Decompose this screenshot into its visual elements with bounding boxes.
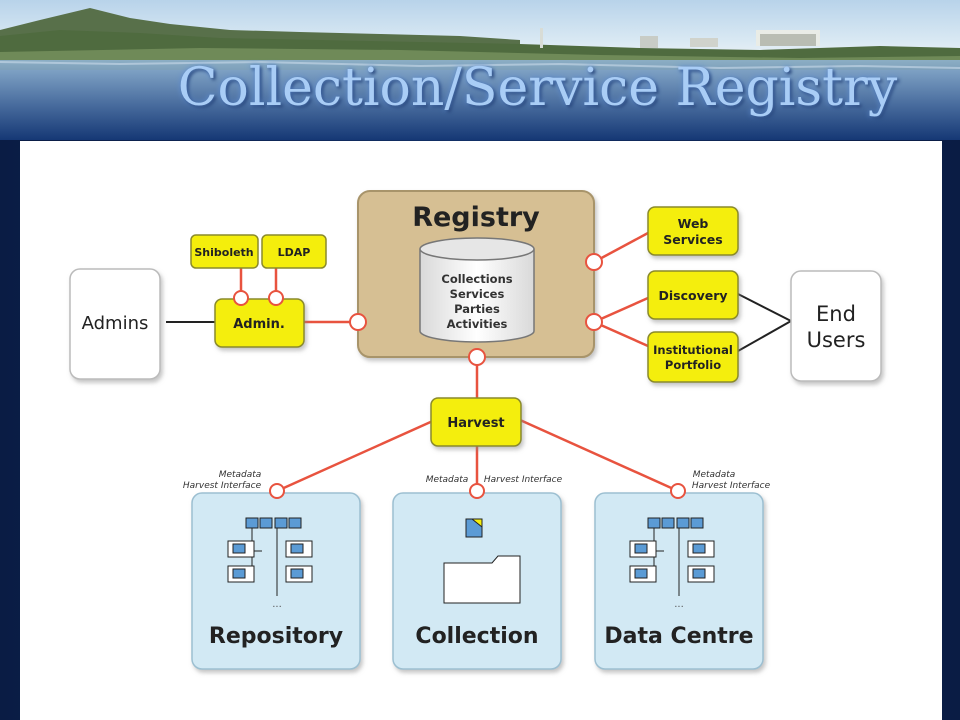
- web-services-box: Web Services: [647, 206, 739, 256]
- diagram-panel: Registry Collections Services Parties Ac…: [20, 141, 942, 720]
- end-users-line1: End: [816, 302, 856, 326]
- admin-box: Admin.: [214, 298, 305, 348]
- dc-interface-meta: Metadata: [693, 470, 736, 480]
- landscape-image: [0, 0, 960, 140]
- slide-title: Collection/Service Registry: [177, 58, 898, 118]
- admin-label: Admin.: [233, 317, 285, 332]
- institutional-portfolio-box: Institutional Portfolio: [647, 331, 739, 383]
- discovery-label: Discovery: [658, 288, 727, 303]
- coll-interface-meta: Metadata: [426, 475, 469, 485]
- db-line-parties: Parties: [454, 302, 500, 316]
- harvest-label: Harvest: [447, 416, 504, 431]
- repository-label: Repository: [209, 624, 343, 649]
- harvest-box: Harvest: [430, 397, 522, 447]
- admins-box: Admins: [69, 268, 161, 380]
- dc-interface-harvest: Harvest Interface: [692, 481, 771, 491]
- portfolio-line1: Institutional: [653, 343, 733, 357]
- db-line-activities: Activities: [447, 317, 508, 331]
- registry-title: Registry: [412, 202, 540, 233]
- shiboleth-box: Shiboleth: [190, 234, 259, 269]
- repo-interface-meta: Metadata: [219, 470, 262, 480]
- folder-tree-icon: [629, 517, 715, 596]
- repo-interface-harvest: Harvest Interface: [183, 481, 262, 491]
- collection-label: Collection: [415, 624, 538, 649]
- banner-photo: [0, 0, 960, 140]
- admins-label: Admins: [82, 313, 149, 334]
- end-users-box: End Users: [790, 270, 882, 382]
- web-services-line2: Services: [663, 232, 722, 247]
- registry-box: Registry Collections Services Parties Ac…: [357, 190, 595, 358]
- data-centre-ellipsis: ...: [674, 599, 684, 610]
- db-line-collections: Collections: [441, 272, 512, 286]
- connector-nodes: [233, 253, 686, 499]
- document-folder-icon: [443, 518, 521, 604]
- registry-diagram: Registry Collections Services Parties Ac…: [69, 190, 882, 670]
- repository-ellipsis: ...: [272, 599, 282, 610]
- ldap-box: LDAP: [261, 234, 327, 269]
- data-centre-label: Data Centre: [604, 624, 753, 649]
- discovery-box: Discovery: [647, 270, 739, 320]
- shiboleth-label: Shiboleth: [194, 246, 253, 259]
- ldap-label: LDAP: [278, 246, 311, 259]
- end-users-line2: Users: [807, 328, 866, 352]
- repository-box: Repository: [191, 492, 361, 670]
- db-line-services: Services: [450, 287, 505, 301]
- portfolio-line2: Portfolio: [665, 358, 721, 372]
- coll-interface-harvest: Harvest Interface: [484, 475, 563, 485]
- web-services-line1: Web: [678, 216, 709, 231]
- database-cylinder-icon: [419, 237, 535, 343]
- folder-tree-icon: [227, 517, 313, 596]
